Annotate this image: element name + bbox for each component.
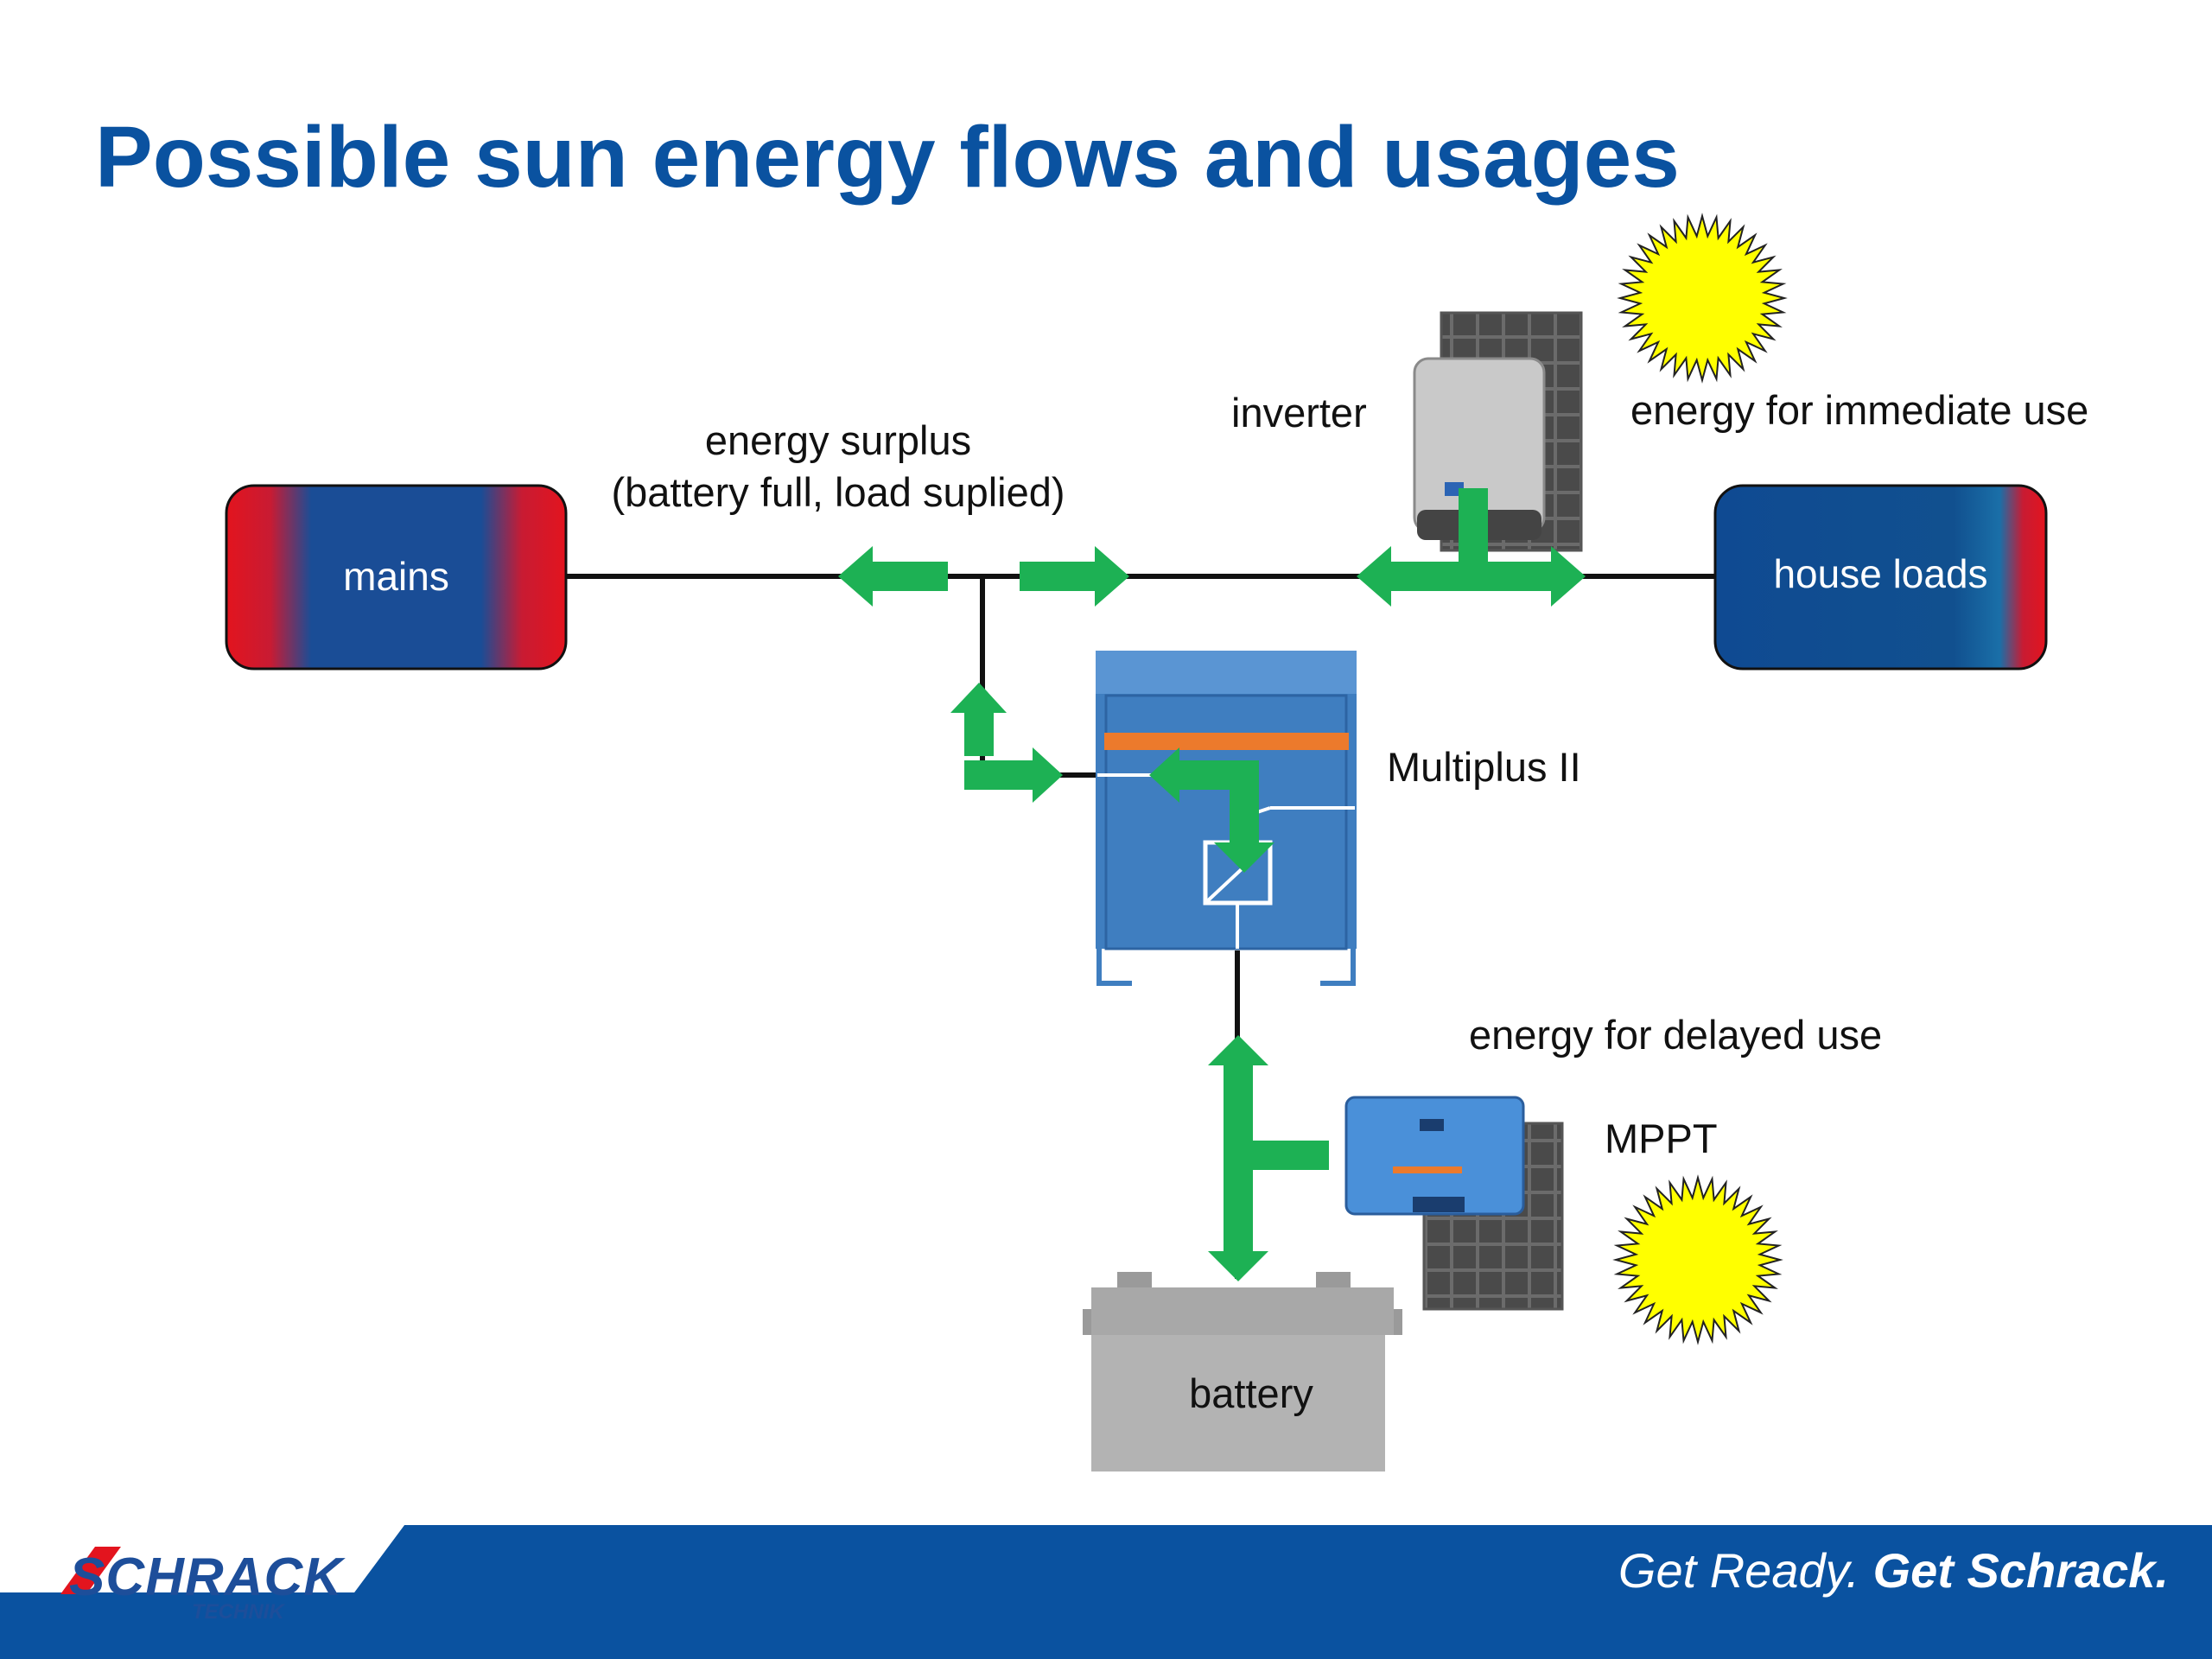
arrow-multiplus-left xyxy=(1149,747,1244,803)
arrow-mppt-stem xyxy=(1238,1141,1329,1170)
mains-label: mains xyxy=(343,554,449,599)
mppt-label: MPPT xyxy=(1605,1116,1718,1161)
arrow-branch-up xyxy=(950,683,1007,756)
arrow-branch-right xyxy=(964,747,1063,803)
arrow-battery-up xyxy=(1208,1035,1268,1149)
branch-wire xyxy=(980,576,1097,778)
logo-swoosh xyxy=(60,1547,121,1594)
multiplus-device xyxy=(1096,651,1357,986)
immediate-use-label: energy for immediate use xyxy=(1630,387,2089,433)
arrow-to-house-loads xyxy=(1473,546,1586,607)
slogan-bold: Get Schrack. xyxy=(1872,1543,2169,1598)
energy-surplus-label: energy surplus xyxy=(704,417,972,463)
sun-icon xyxy=(1617,213,1788,384)
sun-icon-lower xyxy=(1612,1174,1783,1345)
delayed-use-label: energy for delayed use xyxy=(1469,1012,1883,1058)
footer-white-wedge xyxy=(0,1525,404,1592)
arrow-multiplus-down xyxy=(1214,760,1274,873)
schrack-logo-sub: TECHNIK xyxy=(192,1600,284,1624)
mppt-device xyxy=(1344,1096,1525,1216)
arrow-inverter-left xyxy=(1357,546,1473,607)
arrow-surplus-right xyxy=(1020,546,1129,607)
multiplus-label: Multiplus II xyxy=(1387,744,1581,790)
battery-label: battery xyxy=(1189,1370,1313,1416)
energy-surplus-detail-label: (battery full, load suplied) xyxy=(611,469,1065,515)
arrow-to-mains xyxy=(838,546,948,607)
arrow-to-battery xyxy=(1208,1149,1268,1281)
battery-device xyxy=(1083,1272,1402,1471)
house-loads-box xyxy=(1713,484,2048,671)
house-loads-label: house loads xyxy=(1773,551,1988,596)
page-title: Possible sun energy flows and usages xyxy=(95,109,1680,206)
flow-arrows xyxy=(838,488,1586,1281)
footer-slogan: Get Ready. Get Schrack. xyxy=(1618,1542,2169,1599)
footer-band xyxy=(0,1525,2212,1659)
slogan-regular: Get Ready. xyxy=(1618,1543,1860,1598)
schrack-logo: SCHRACK xyxy=(69,1548,343,1607)
mains-box xyxy=(225,484,568,671)
inverter-label: inverter xyxy=(1231,390,1367,435)
